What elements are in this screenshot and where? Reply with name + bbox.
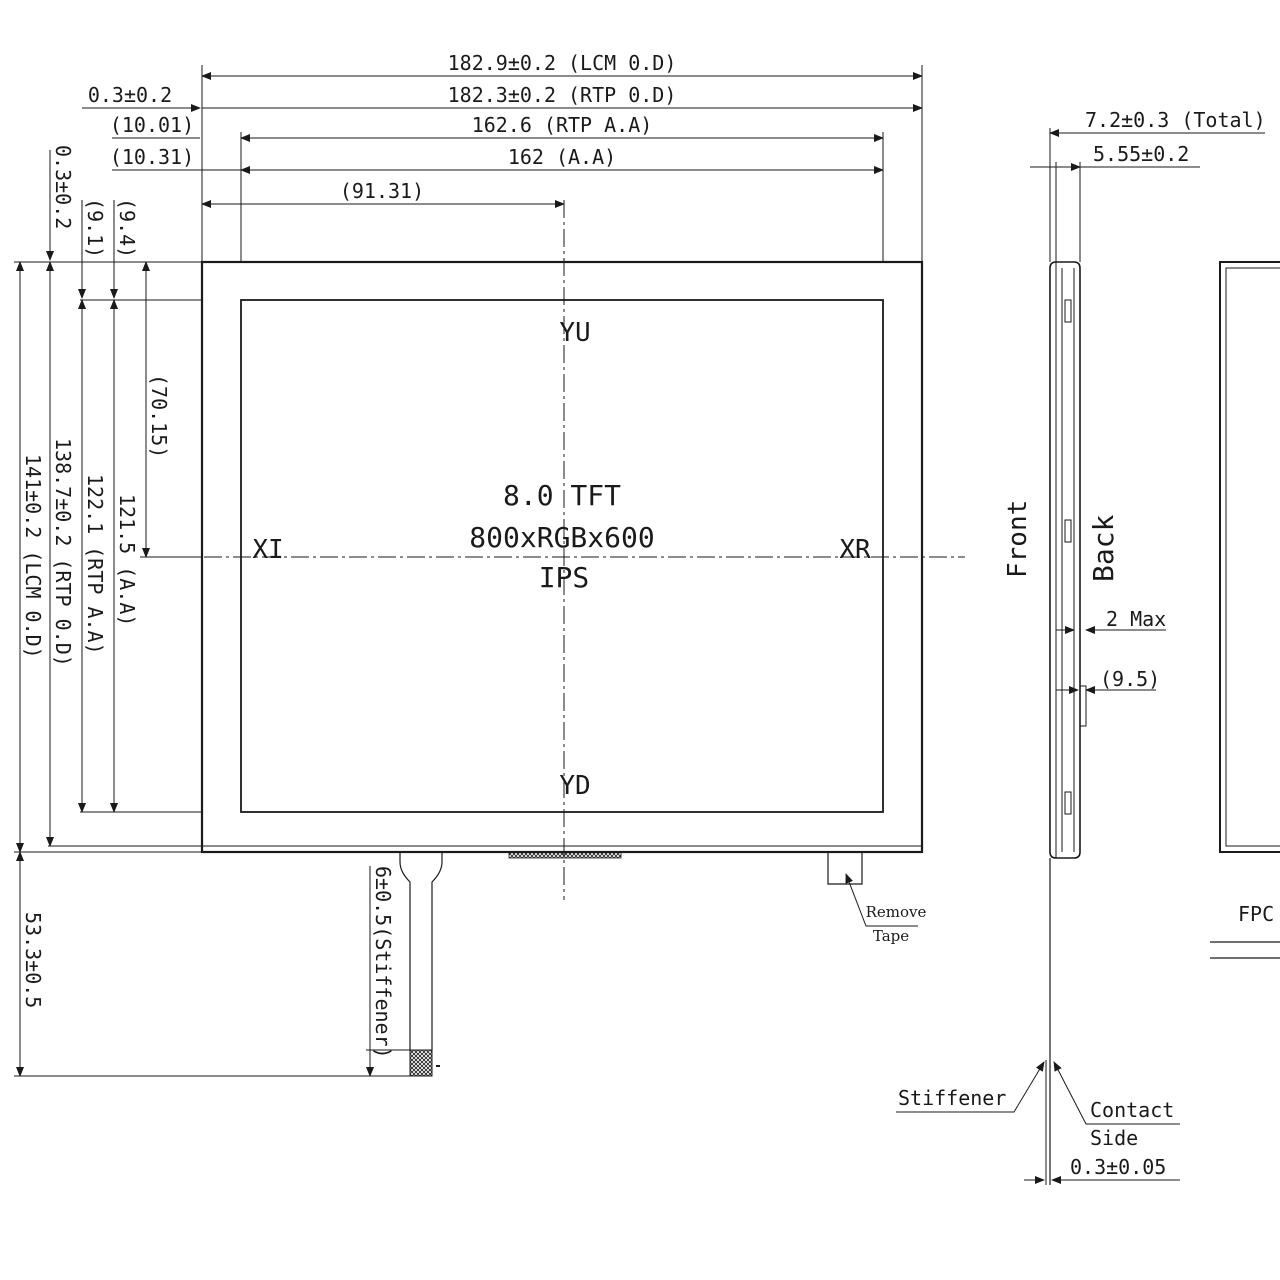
label-lcm-thickness: 5.55±0.2 (1093, 142, 1189, 166)
label-tape: Tape (873, 927, 909, 945)
side-connector (1079, 685, 1087, 727)
label-rtp-od-width: 182.3±0.2 (RTP 0.D) (448, 83, 677, 107)
contact-leader (1053, 1061, 1180, 1125)
label-fpc-length: 53.3±0.5 (21, 912, 45, 1008)
label-rtp-od-height: 138.7±0.2 (RTP 0.D) (51, 438, 75, 667)
label-lcm-od-height: 141±0.2 (LCM 0.D) (21, 454, 45, 659)
top-dimensions: 182.9±0.2 (LCM 0.D) 182.3±0.2 (RTP 0.D) … (82, 51, 923, 262)
label-remove: Remove (866, 903, 927, 921)
label-side-95: (9.5) (1100, 667, 1160, 691)
back-view-partial: FPC (1210, 261, 1280, 959)
label-total-thickness: 7.2±0.3 (Total) (1085, 108, 1266, 132)
label-aa-height: 121.5 (A.A) (115, 494, 139, 626)
label-aa-width: 162 (A.A) (508, 145, 616, 169)
label-offset-1031: (10.31) (110, 145, 194, 169)
label-offset-91: (9.1) (83, 198, 107, 258)
label-stiffener: Stiffener (898, 1086, 1006, 1110)
screen-resolution: 800xRGBx600 (469, 521, 654, 554)
stiffener-block (409, 1049, 433, 1077)
axis-xr: XR (839, 535, 871, 565)
label-center-y: (70.15) (147, 374, 171, 458)
label-two-max: 2 Max (1106, 607, 1166, 631)
axis-yd: YD (559, 771, 590, 801)
label-offset-94: (9.4) (115, 198, 139, 258)
axis-xl: XI (252, 535, 283, 565)
label-fpc-thickness: 0.3±0.05 (1070, 1155, 1166, 1179)
fpc-tail (399, 852, 443, 1050)
side-view: 7.2±0.3 (Total) 5.55±0.2 2 Max (9.5) Fro… (896, 108, 1266, 1185)
label-back: Back (1087, 514, 1120, 582)
label-front: Front (1003, 500, 1033, 578)
front-view (48, 200, 965, 1077)
label-fpc: FPC (1238, 902, 1274, 926)
left-dimensions: 0.3±0.2 (9.1) (9.4) (70.15) 121.5 (A.A) … (14, 145, 410, 1077)
side-panel-body (1049, 261, 1081, 859)
bottom-connector-strip (508, 851, 622, 859)
screen-title: 8.0 TFT (503, 479, 621, 512)
remove-tape-leader (845, 873, 918, 927)
label-top-offset: 0.3±0.2 (51, 145, 75, 229)
label-contact: Contact (1090, 1098, 1174, 1122)
label-offset-03: 0.3±0.2 (88, 83, 172, 107)
label-stiffener-length: 6±0.5(Stiffener) (371, 866, 395, 1059)
screen-labels: 8.0 TFT 800xRGBx600 IPS YU YD XI XR Remo… (252, 318, 926, 945)
label-offset-1001: (10.01) (110, 113, 194, 137)
axis-yu: YU (559, 318, 590, 348)
stiffener-leader (896, 1061, 1045, 1113)
active-area (240, 299, 884, 813)
label-side: Side (1090, 1126, 1138, 1150)
label-center-x: (91.31) (340, 179, 424, 203)
label-lcm-od-width: 182.9±0.2 (LCM 0.D) (448, 51, 677, 75)
screen-type: IPS (539, 561, 590, 594)
remove-tape-tab (827, 852, 863, 885)
label-rtp-aa-height: 122.1 (RTP A.A) (83, 474, 107, 655)
label-rtp-aa-width: 162.6 (RTP A.A) (472, 113, 653, 137)
